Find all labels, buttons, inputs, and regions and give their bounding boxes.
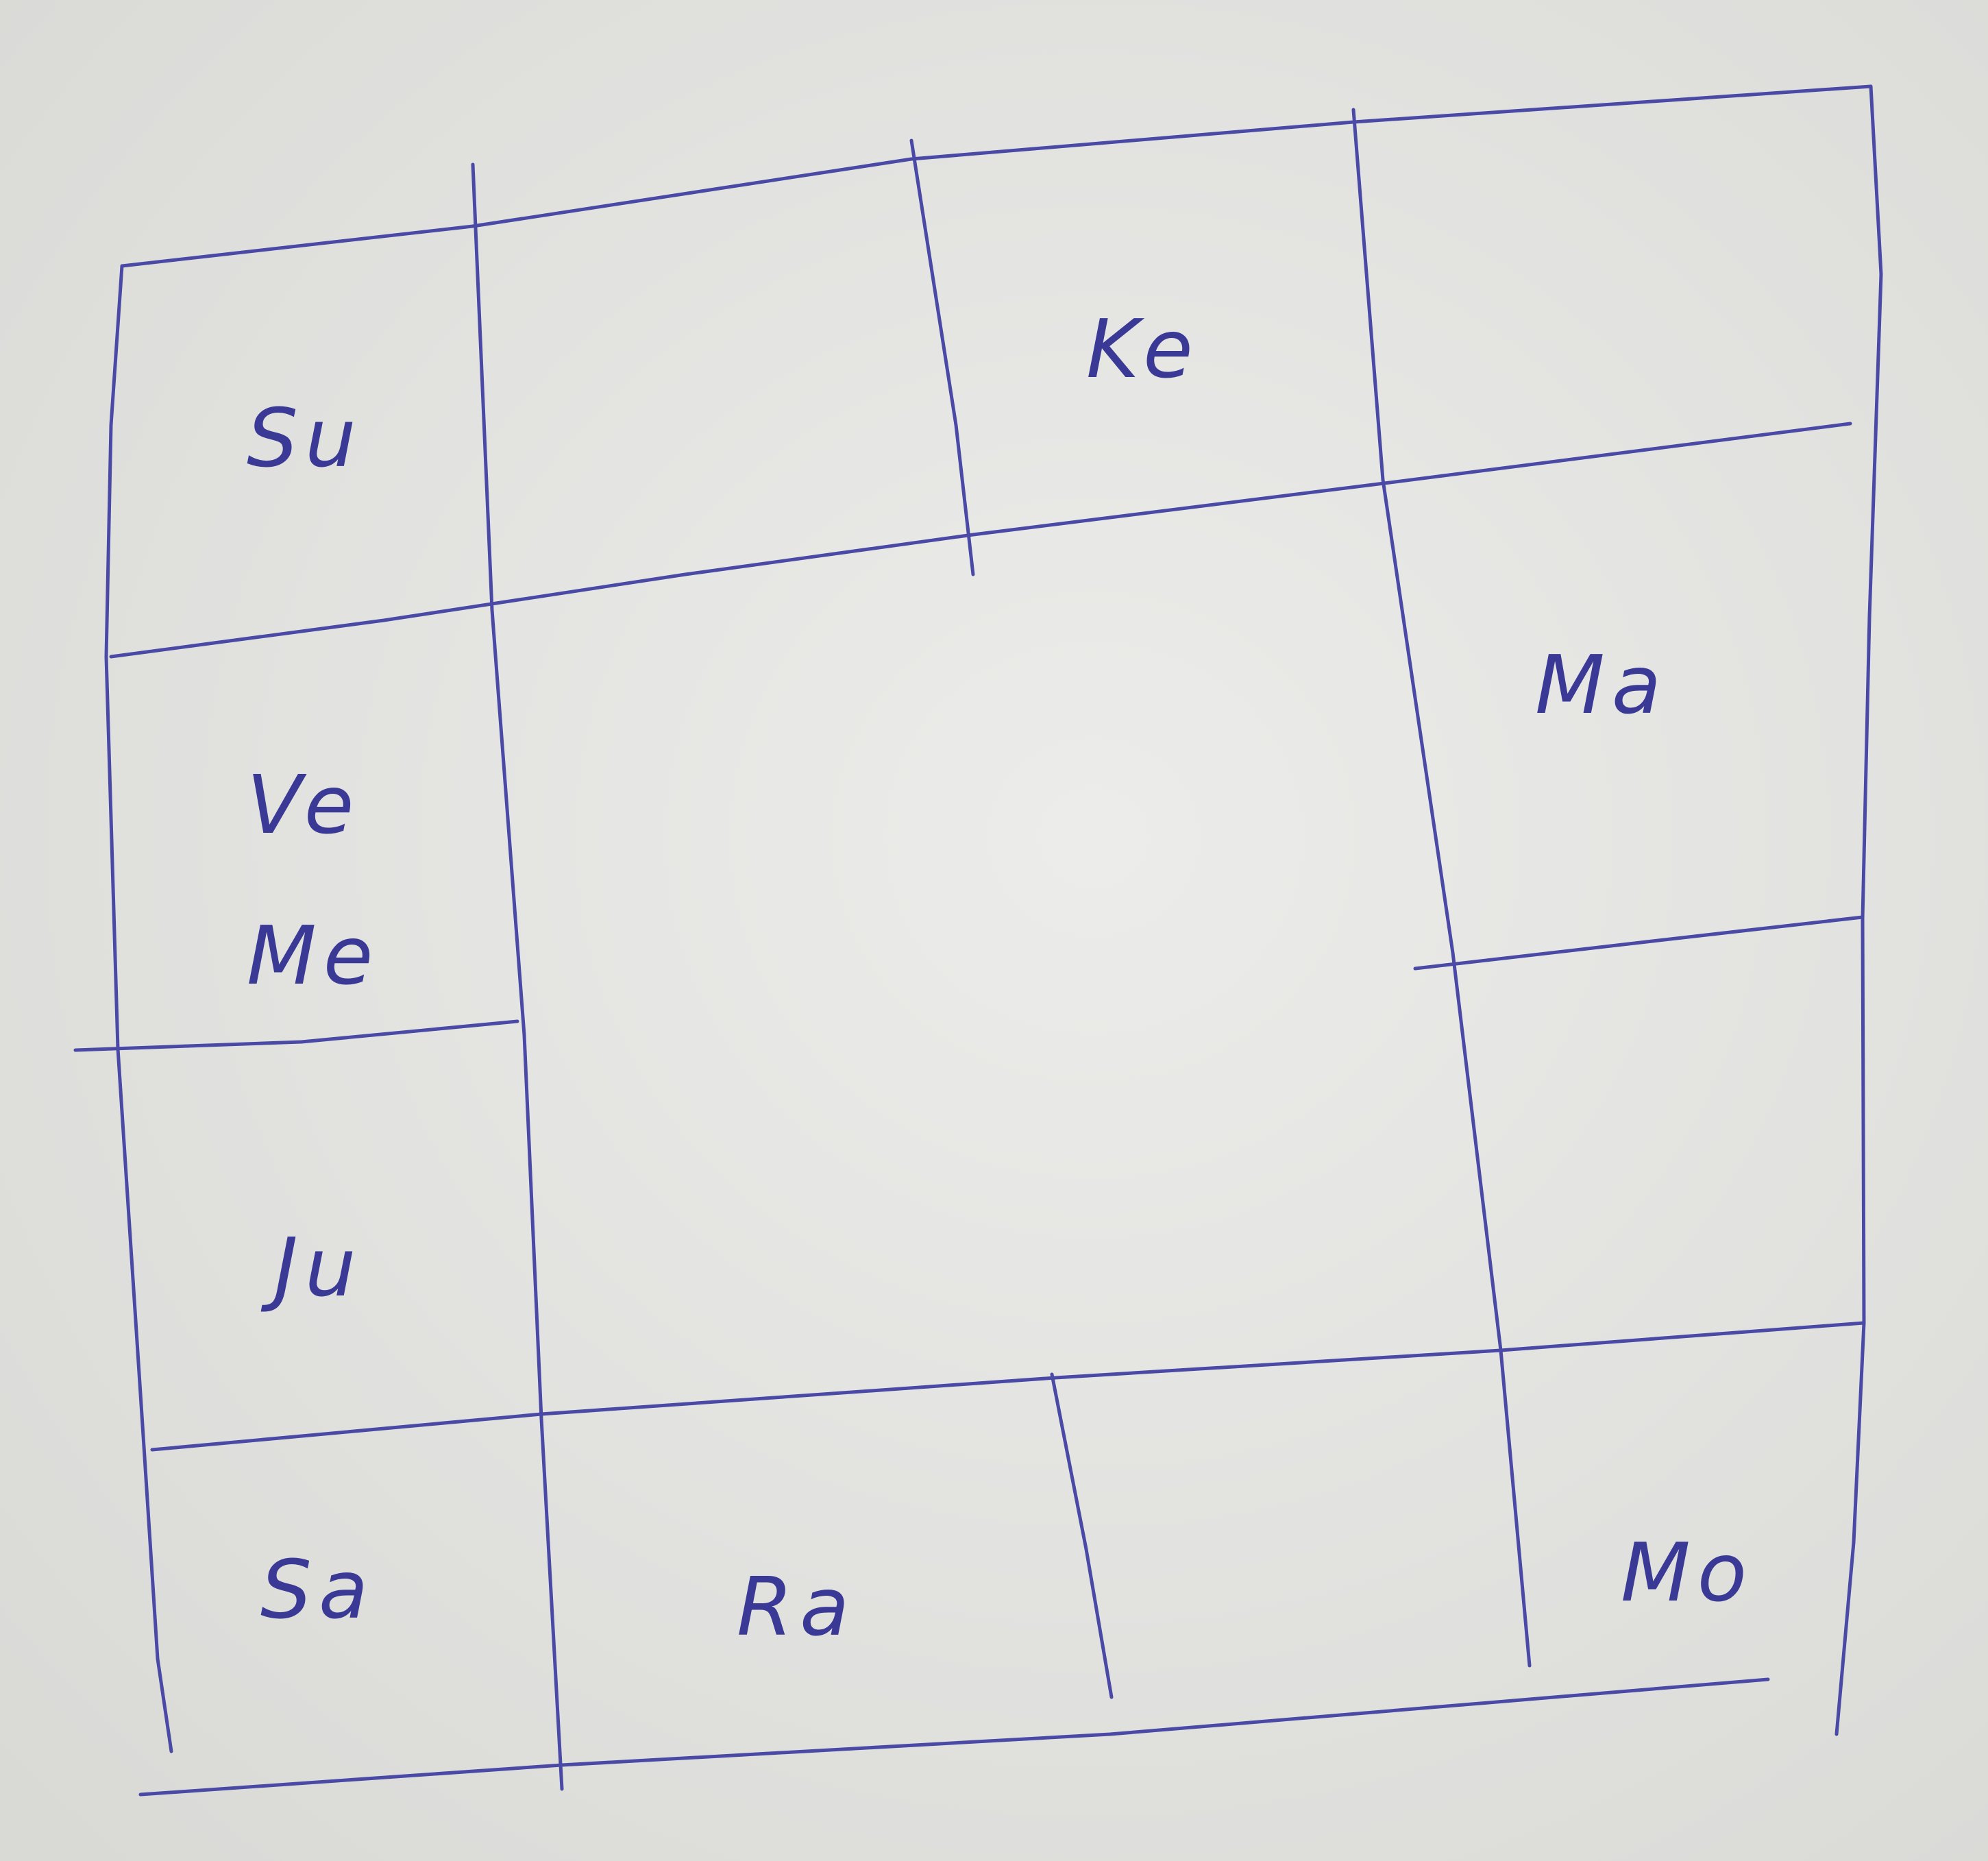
- label-ke: Ke: [1086, 302, 1200, 396]
- top-mid-divider-line: [909, 138, 975, 576]
- label-me: Me: [247, 908, 380, 1003]
- bottom-mid-divider-line: [1050, 1372, 1114, 1699]
- inner-bottom-line: [150, 1321, 1866, 1452]
- grid-lines: [73, 84, 1883, 1797]
- left-divider-line: [73, 1019, 519, 1052]
- label-ra: Ra: [737, 1559, 856, 1654]
- label-ma: Ma: [1535, 637, 1668, 732]
- right-divider-line: [1413, 915, 1865, 971]
- outer-top-line: [120, 84, 1873, 268]
- house-labels: Su Ke Ma Ve Me Ju Sa Ra Mo: [247, 302, 1754, 1654]
- inner-right-line: [1351, 108, 1532, 1668]
- inner-top-line: [109, 422, 1852, 659]
- label-su: Su: [247, 391, 363, 485]
- outer-bottom-line: [138, 1677, 1770, 1797]
- inner-left-line: [471, 162, 564, 1791]
- label-ve: Ve: [247, 757, 360, 852]
- label-mo: Mo: [1621, 1525, 1754, 1620]
- label-sa: Sa: [260, 1542, 375, 1637]
- label-ju: Ju: [260, 1220, 363, 1315]
